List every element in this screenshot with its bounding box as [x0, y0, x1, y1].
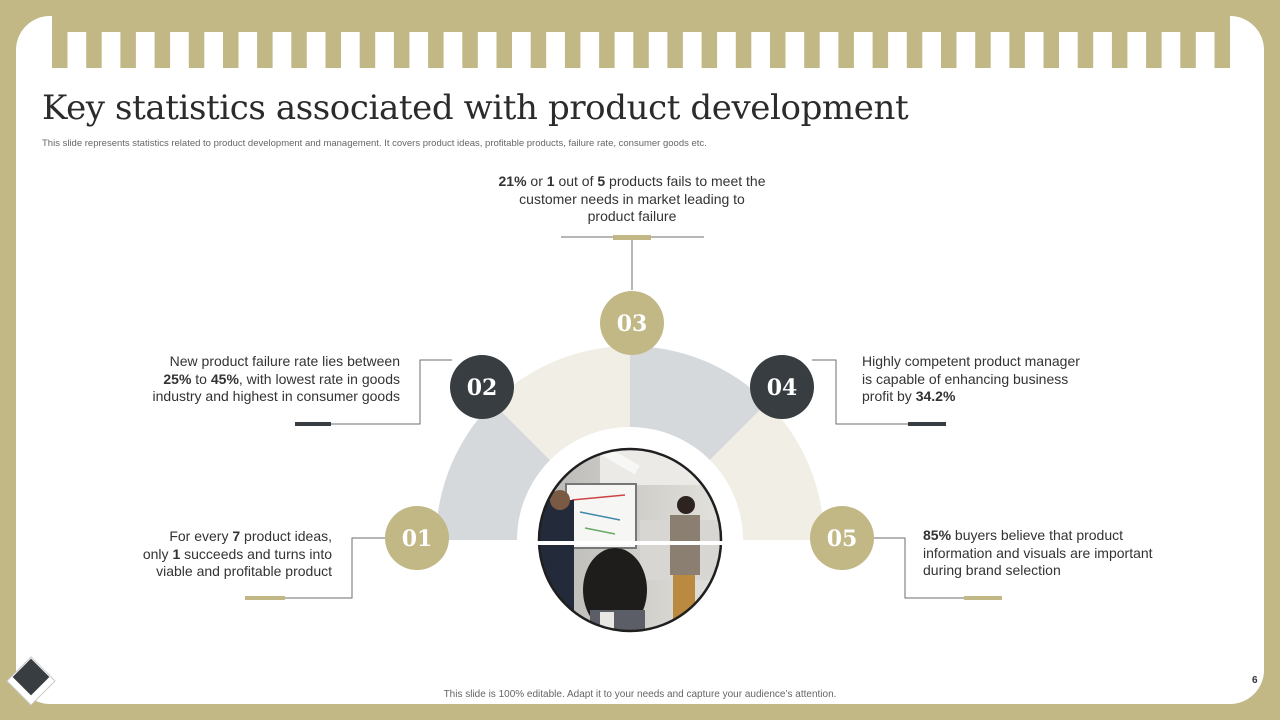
badge-01-number: 01: [402, 526, 433, 552]
photo-border: [537, 447, 723, 633]
stripe-tooth: [393, 16, 410, 68]
stripe-tooth: [941, 16, 957, 68]
stat-text-segment: products fails to meet the: [605, 173, 766, 189]
accent-bar-04: [908, 422, 946, 426]
stat-text-segment: 45%: [210, 370, 239, 387]
stat-text-segment: Highly competent product manager: [862, 353, 1080, 369]
stat-text-segment: 21%: [498, 173, 527, 189]
stat-text-segment: For every: [169, 528, 233, 544]
stat-text-segment: succeeds and turns into: [180, 545, 332, 562]
stat-text-segment: 7: [232, 528, 241, 544]
stripe-tooth: [872, 16, 889, 68]
stat-text-segment: during brand selection: [923, 562, 1061, 578]
stat-text-segment: viable and profitable product: [156, 563, 332, 579]
stripe-tooth: [428, 16, 444, 68]
stat-text-segment: out of: [554, 173, 598, 189]
stripe-tooth: [1009, 16, 1025, 68]
page-title: Key statistics associated with product d…: [42, 88, 909, 128]
stat-text-segment: or: [526, 173, 547, 189]
stripe-tooth: [1180, 16, 1196, 68]
badge-04-number: 04: [767, 375, 798, 401]
office-meeting-photo: [539, 449, 721, 631]
stripe-tooth: [291, 16, 307, 68]
badge-02-number: 02: [467, 375, 498, 401]
stripe-tooth: [120, 16, 136, 68]
stripe-tooth: [804, 16, 820, 68]
photo-base-gap: [420, 541, 840, 545]
stat-text-segment: customer needs in market leading to: [519, 190, 745, 207]
stripe-tooth: [1214, 16, 1230, 68]
page-subtitle: This slide represents statistics related…: [42, 138, 707, 149]
stat-text-segment: 1: [172, 545, 181, 562]
badge-05-number: 05: [827, 526, 858, 552]
footer-note: This slide is 100% editable. Adapt it to…: [443, 689, 837, 700]
stat-text-segment: , with lowest rate in goods: [238, 370, 400, 387]
stripe-tooth: [1077, 16, 1094, 68]
stat-text-segment: 25%: [163, 370, 192, 387]
stripe-tooth: [975, 16, 991, 68]
stat-text-segment: 85%: [923, 527, 952, 543]
accent-bar-01: [245, 596, 285, 600]
stat-text-segment: information and visuals are important: [923, 544, 1153, 561]
accent-bar-02: [295, 422, 331, 426]
stripe-tooth: [599, 16, 615, 68]
stat-text-segment: product failure: [587, 208, 677, 224]
stripe-tooth: [906, 16, 923, 68]
stripe-tooth: [838, 16, 854, 68]
stripe-tooth: [701, 16, 718, 68]
stat-03-text: 21% or 1 out of 5 products fails to meet…: [452, 173, 812, 226]
stripe-tooth: [188, 16, 205, 68]
accent-bar-05: [964, 596, 1002, 600]
stripe-tooth: [257, 16, 273, 68]
stripe-tooth: [325, 16, 341, 68]
stripe-tooth: [667, 16, 683, 68]
stripe-tooth: [86, 16, 102, 68]
badge-02: [450, 355, 514, 419]
stat-text-segment: 1: [546, 173, 555, 189]
stripe-tooth: [770, 16, 786, 68]
stat-text-segment: to: [191, 370, 211, 387]
stat-text-segment: only: [142, 545, 173, 562]
badge-05: [810, 506, 874, 570]
stripe-tooth: [633, 16, 649, 68]
stat-text-segment: profit by: [862, 388, 916, 404]
stripe-tooth: [1111, 16, 1128, 68]
stripe-tooth: [530, 16, 547, 68]
decorative-stripe-band: [52, 16, 1230, 68]
stripe-tooth: [223, 16, 239, 68]
stripe-tooth: [154, 16, 171, 68]
badge-04: [750, 355, 814, 419]
accent-bar-03: [613, 235, 651, 240]
stat-text-segment: 5: [597, 173, 606, 189]
stripe-tooth: [735, 16, 752, 68]
badge-03: [600, 291, 664, 355]
stat-text-segment: New product failure rate lies between: [169, 353, 400, 369]
stat-01-text: For every 7 product ideas, only 1 succeed…: [100, 528, 332, 581]
stripe-tooth: [564, 16, 581, 68]
stat-text-segment: product ideas,: [240, 528, 332, 544]
badge-01: [385, 506, 449, 570]
stripe-tooth: [359, 16, 376, 68]
page-number: 6: [1252, 675, 1258, 686]
stat-text-segment: industry and highest in consumer goods: [152, 388, 400, 404]
stripe-tooth: [496, 16, 512, 68]
stripe-tooth: [462, 16, 478, 68]
stat-text-segment: buyers believe that product: [951, 527, 1124, 543]
stat-text-segment: is capable of enhancing business: [862, 370, 1069, 387]
stripe-tooth: [1146, 16, 1162, 68]
stat-text-segment: 34.2%: [915, 388, 956, 404]
stripe-tooth: [52, 16, 68, 68]
badge-03-number: 03: [617, 311, 648, 337]
stripe-tooth: [1043, 16, 1059, 68]
diamond-logo-icon: [6, 656, 56, 706]
